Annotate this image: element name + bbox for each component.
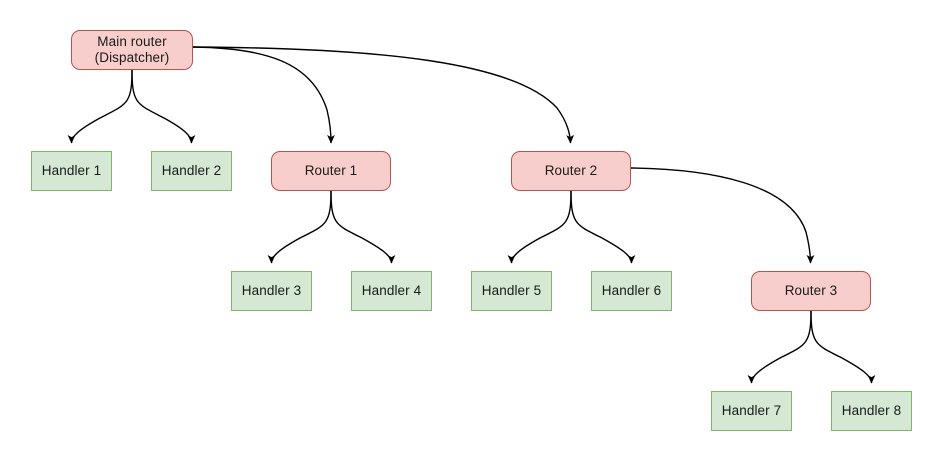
node-router-2[interactable]: Router 2 — [511, 151, 631, 191]
node-handler-3[interactable]: Handler 3 — [231, 271, 312, 311]
node-handler-1-label: Handler 1 — [41, 163, 102, 178]
node-router-1[interactable]: Router 1 — [271, 151, 391, 191]
node-handler-1[interactable]: Handler 1 — [31, 151, 112, 191]
node-handler-8-label: Handler 8 — [841, 403, 902, 418]
node-router-3-label: Router 3 — [784, 283, 838, 298]
node-handler-4-label: Handler 4 — [361, 283, 422, 298]
edge-main-router-to-handler-2 — [131, 69, 196, 144]
node-main-router-label: Main router (Dispatcher) — [94, 34, 170, 65]
edge-main-router-to-router-1 — [192, 46, 335, 144]
edge-router-3-to-handler-7 — [747, 310, 812, 384]
node-router-1-label: Router 1 — [304, 163, 358, 178]
node-handler-2[interactable]: Handler 2 — [151, 151, 232, 191]
edge-main-router-to-router-2 — [192, 46, 575, 144]
edge-router-3-to-handler-8 — [810, 310, 876, 384]
node-handler-5[interactable]: Handler 5 — [471, 271, 552, 311]
edge-router-2-to-router-3 — [630, 167, 815, 264]
edge-router-2-to-handler-6 — [570, 190, 636, 264]
node-router-2-label: Router 2 — [544, 163, 598, 178]
edge-main-router-to-handler-1 — [67, 69, 133, 144]
node-handler-6-label: Handler 6 — [601, 283, 662, 298]
node-handler-8[interactable]: Handler 8 — [831, 391, 912, 431]
edge-router-1-to-handler-3 — [267, 190, 332, 264]
node-main-router[interactable]: Main router (Dispatcher) — [71, 30, 193, 70]
node-handler-3-label: Handler 3 — [241, 283, 302, 298]
edge-router-2-to-handler-5 — [507, 190, 572, 264]
node-handler-4[interactable]: Handler 4 — [351, 271, 432, 311]
node-handler-2-label: Handler 2 — [161, 163, 222, 178]
edge-router-1-to-handler-4 — [330, 190, 396, 264]
node-handler-7-label: Handler 7 — [721, 403, 782, 418]
node-handler-7[interactable]: Handler 7 — [711, 391, 792, 431]
node-handler-6[interactable]: Handler 6 — [591, 271, 672, 311]
node-router-3[interactable]: Router 3 — [751, 271, 871, 311]
node-handler-5-label: Handler 5 — [481, 283, 542, 298]
